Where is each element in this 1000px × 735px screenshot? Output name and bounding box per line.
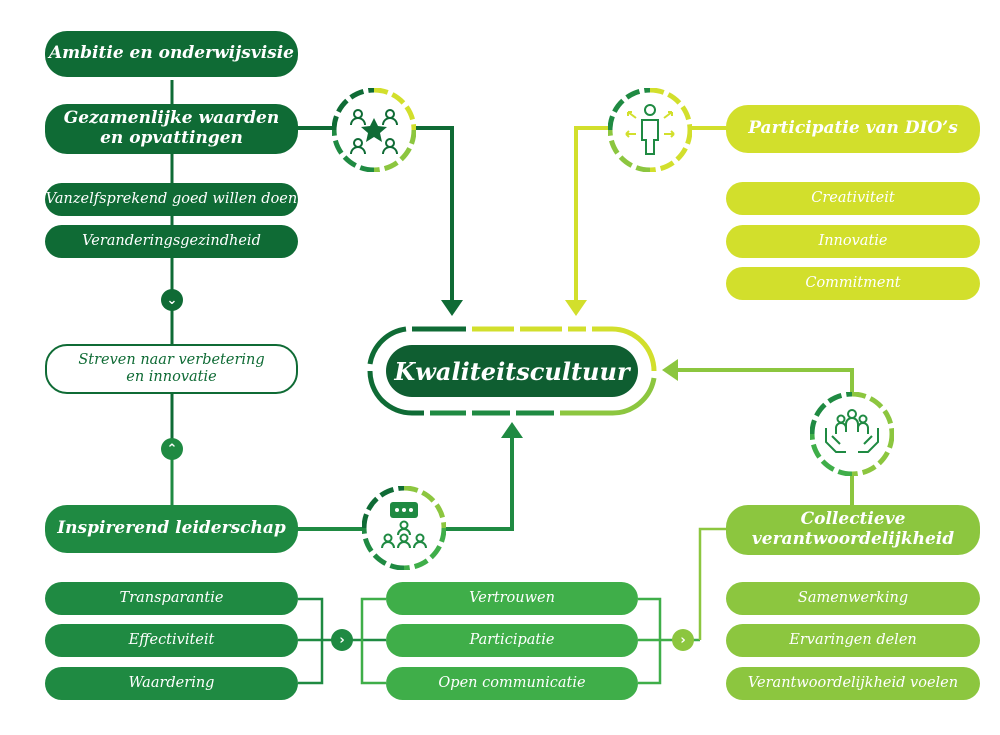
dio-item-label: Commitment (805, 275, 901, 292)
collectieve-item-1: Ervaringen delen (726, 624, 980, 657)
streven-label: Streven naar verbetering en innovatie (78, 352, 265, 385)
kwaliteitscultuur-center: Kwaliteitscultuur (386, 345, 638, 397)
leiderschap-label: Inspirerend leiderschap (57, 518, 286, 539)
presenter-group-icon (362, 486, 446, 570)
leiderschap-item-0: Transparantie (45, 582, 298, 615)
dio-pill: Participatie van DIO’s (726, 105, 980, 153)
waarden-item-1: Veranderingsgezindheid (45, 225, 298, 258)
middle-item-2: Open communicatie (386, 667, 638, 700)
collectieve-item-label: Samenwerking (797, 590, 909, 607)
dio-item-0: Creativiteit (726, 182, 980, 215)
middle-item-1: Participatie (386, 624, 638, 657)
streven-pill: Streven naar verbetering en innovatie (45, 344, 298, 394)
dio-item-2: Commitment (726, 267, 980, 300)
leiderschap-item-2: Waardering (45, 667, 298, 700)
waarden-item-label: Veranderingsgezindheid (82, 233, 261, 250)
leiderschap-pill: Inspirerend leiderschap (45, 505, 298, 553)
leiderschap-item-label: Waardering (128, 675, 215, 692)
hands-people-icon (810, 392, 894, 476)
waarden-label: Gezamenlijke waarden en opvattingen (63, 108, 280, 148)
collectieve-item-0: Samenwerking (726, 582, 980, 615)
leiderschap-item-label: Transparantie (119, 590, 224, 607)
middle-item-label: Vertrouwen (469, 590, 555, 607)
dio-item-label: Innovatie (818, 233, 888, 250)
collectieve-item-label: Ervaringen delen (789, 632, 917, 649)
dio-label: Participatie van DIO’s (748, 118, 958, 139)
dio-item-label: Creativiteit (811, 190, 895, 207)
team-star-icon (332, 88, 416, 172)
leiderschap-item-label: Effectiviteit (128, 632, 215, 649)
person-expand-icon (608, 88, 692, 172)
collectieve-item-2: Verantwoordelijkheid voelen (726, 667, 980, 700)
chevron-right-icon: › (331, 629, 353, 651)
middle-item-label: Participatie (469, 632, 555, 649)
ambitie-label: Ambitie en onderwijsvisie (48, 43, 294, 64)
chevron-right-icon: › (672, 629, 694, 651)
collectieve-label: Collectieve verantwoordelijkheid (751, 509, 955, 549)
collectieve-item-label: Verantwoordelijkheid voelen (747, 675, 959, 692)
waarden-item-0: Vanzelfsprekend goed willen doen (45, 183, 298, 216)
waarden-pill: Gezamenlijke waarden en opvattingen (45, 104, 298, 154)
chevron-up-icon: ⌃ (161, 438, 183, 460)
waarden-item-label: Vanzelfsprekend goed willen doen (45, 191, 298, 208)
collectieve-pill: Collectieve verantwoordelijkheid (726, 505, 980, 555)
center-label: Kwaliteitscultuur (394, 356, 630, 386)
leiderschap-item-1: Effectiviteit (45, 624, 298, 657)
ambitie-pill: Ambitie en onderwijsvisie (45, 31, 298, 77)
middle-item-0: Vertrouwen (386, 582, 638, 615)
middle-item-label: Open communicatie (438, 675, 586, 692)
chevron-down-icon: ⌄ (161, 289, 183, 311)
dio-item-1: Innovatie (726, 225, 980, 258)
